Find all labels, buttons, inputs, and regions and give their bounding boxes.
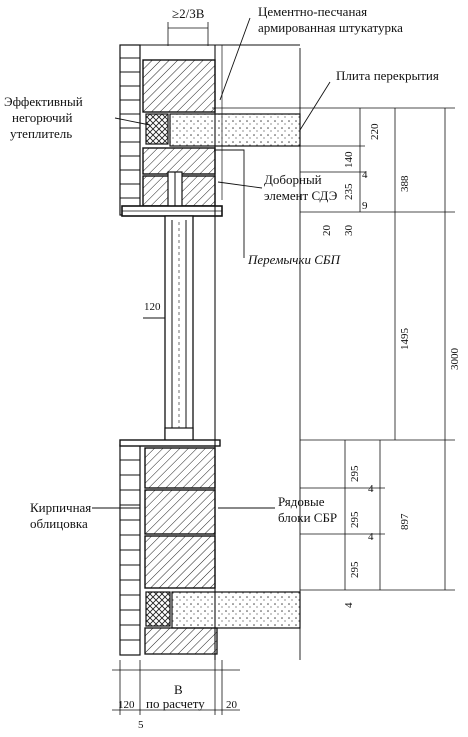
blocks-label-1: Рядовые	[278, 494, 325, 509]
insulation-lower	[145, 591, 171, 627]
insulation-label-3: утеплитель	[10, 126, 72, 141]
extra-element-label-1: Доборный	[264, 172, 322, 187]
dim-9: 9	[362, 200, 368, 212]
insulation-label-2: негорючий	[12, 110, 72, 125]
dim-3000: 3000	[449, 348, 461, 371]
slab-lower	[144, 591, 301, 655]
insulation-label-1: Эффективный	[4, 94, 83, 109]
interior-wall-lines	[140, 44, 301, 660]
lintel-sbp	[121, 205, 223, 217]
brick-cladding-lower	[119, 444, 141, 656]
lintels-label: Перемычки СБП	[247, 252, 342, 267]
dim-120-bottom: 120	[118, 699, 135, 711]
dim-295a: 295	[349, 465, 361, 482]
extra-element-label-2: элемент СДЭ	[264, 188, 338, 203]
dim-5: 5	[138, 719, 144, 731]
dim-235: 235	[343, 183, 355, 200]
lower-blocks-sbr	[144, 447, 216, 589]
dim-897: 897	[399, 513, 411, 530]
window-frame	[119, 215, 221, 447]
dim-388: 388	[399, 175, 411, 192]
dim-1495: 1495	[399, 328, 411, 351]
dimension-lines	[112, 22, 455, 715]
dim-295c: 295	[349, 561, 361, 578]
blocks-label-2: блоки СБР	[278, 510, 337, 525]
insulation-upper	[145, 113, 169, 145]
top-dimension-label: ≥2/3B	[172, 6, 205, 21]
brick-cladding-upper	[119, 44, 141, 216]
slab-upper	[169, 113, 301, 147]
dim-20: 20	[321, 225, 333, 237]
dim-295b: 295	[349, 511, 361, 528]
plaster-label-2: армированная штукатурка	[258, 20, 403, 35]
dim-220: 220	[369, 123, 381, 140]
dim-30: 30	[343, 225, 355, 237]
brick-label-1: Кирпичная	[30, 500, 91, 515]
brick-label-2: облицовка	[30, 516, 88, 531]
dim-4a: 4	[362, 169, 368, 181]
dim-4d: 4	[343, 602, 355, 608]
extra-element-sde	[142, 147, 216, 209]
b-label-2: по расчету	[146, 696, 205, 711]
b-label-1: В	[174, 682, 183, 697]
dim-20-bottom: 20	[226, 699, 238, 711]
slab-label: Плита перекрытия	[336, 68, 439, 83]
dim-140: 140	[343, 151, 355, 168]
leader-lines	[92, 17, 331, 509]
plaster-label-1: Цементно-песчаная	[258, 4, 367, 19]
dim-120-mid: 120	[144, 301, 161, 313]
dim-4b: 4	[368, 483, 374, 495]
dim-4c: 4	[368, 531, 374, 543]
upper-block	[142, 59, 216, 113]
